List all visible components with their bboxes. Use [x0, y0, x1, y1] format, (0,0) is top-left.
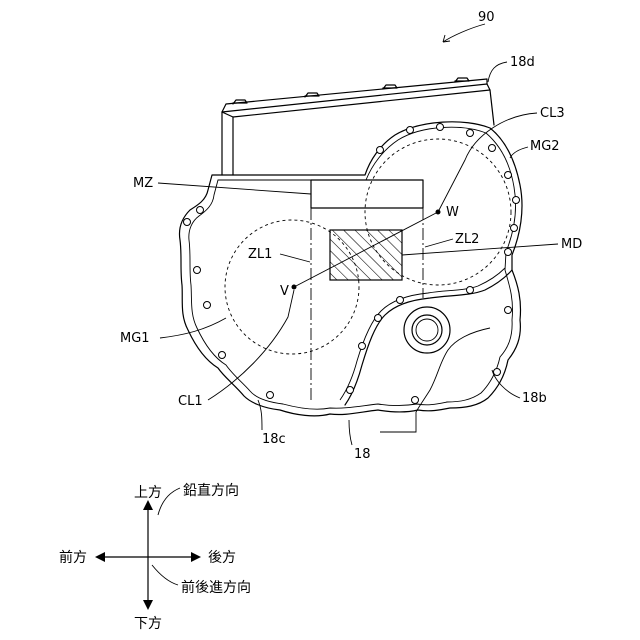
label-zl2: ZL2 [455, 232, 479, 247]
label-mg2: MG2 [530, 139, 560, 154]
label-18: 18 [354, 447, 371, 462]
upper-case-part [222, 78, 494, 175]
label-w: W [446, 205, 459, 220]
direction-indicator: 上方 鉛直方向 前方 後方 前後進方向 下方 [59, 482, 251, 632]
arrow-right-icon [191, 552, 201, 562]
label-zl1: ZL1 [248, 247, 272, 262]
label-cl3: CL3 [540, 106, 565, 121]
dir-up: 上方 [134, 485, 162, 501]
dir-front: 前方 [59, 549, 87, 566]
dir-rear: 後方 [208, 550, 236, 566]
md-box [330, 230, 402, 280]
dir-down: 下方 [134, 616, 162, 632]
shaft-seal [404, 307, 450, 353]
label-v: V [280, 284, 289, 299]
label-18b: 18b [522, 391, 547, 406]
figure-number: 90 [478, 10, 495, 25]
arrow-up-icon [143, 500, 153, 510]
arrow-left-icon [95, 552, 105, 562]
dir-vertical: 鉛直方向 [183, 482, 239, 499]
label-18d: 18d [510, 55, 535, 70]
dir-longitudinal: 前後進方向 [181, 579, 251, 596]
label-cl1: CL1 [178, 394, 203, 409]
arrow-down-icon [143, 600, 153, 610]
label-18c: 18c [262, 432, 286, 447]
label-md: MD [561, 237, 582, 252]
label-mg1: MG1 [120, 331, 150, 346]
label-mz: MZ [133, 176, 153, 191]
